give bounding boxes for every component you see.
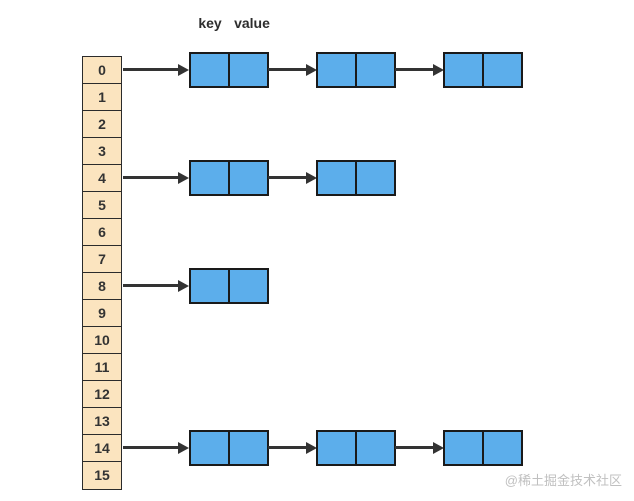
- bucket-index-label: 12: [94, 386, 110, 403]
- value-label: value: [234, 15, 270, 31]
- node-value-cell: [230, 54, 267, 86]
- column-headers: key value: [189, 15, 273, 31]
- entry-node-bucket8-0: [189, 267, 269, 304]
- bucket-index-label: 14: [94, 440, 110, 457]
- bucket-index-label: 4: [98, 170, 106, 187]
- node-value-cell: [230, 162, 267, 194]
- bucket-index-label: 2: [98, 116, 106, 133]
- arrow-line: [122, 284, 180, 287]
- bucket-cell-15: 15: [82, 461, 122, 490]
- arrow-line: [122, 176, 180, 179]
- arrow-head-icon: [306, 441, 317, 454]
- bucket-index-label: 0: [98, 62, 106, 79]
- entry-node-bucket14-0: [189, 429, 269, 466]
- node-value-cell: [357, 54, 394, 86]
- entry-node-bucket4-0: [189, 159, 269, 196]
- key-label: key: [198, 15, 222, 31]
- arrow-line: [268, 176, 308, 179]
- bucket-cell-9: 9: [82, 299, 122, 328]
- bucket-index-label: 7: [98, 251, 106, 268]
- node-key-cell: [318, 161, 357, 194]
- arrow-head-icon: [306, 63, 317, 76]
- arrow-line: [268, 446, 308, 449]
- node-value-cell: [230, 432, 267, 464]
- arrow-line: [395, 68, 435, 71]
- arrow-connector: [395, 63, 444, 76]
- entry-node-bucket4-1: [316, 159, 396, 196]
- node-key-cell: [318, 53, 357, 86]
- bucket-index-label: 15: [94, 467, 110, 484]
- bucket-index-label: 8: [98, 278, 106, 295]
- bucket-index-label: 6: [98, 224, 106, 241]
- bucket-cell-12: 12: [82, 380, 122, 409]
- arrow-connector: [268, 441, 317, 454]
- arrow-head-icon: [178, 441, 189, 454]
- arrow-head-icon: [178, 171, 189, 184]
- bucket-index-label: 9: [98, 305, 106, 322]
- bucket-cell-13: 13: [82, 407, 122, 436]
- node-key-cell: [191, 161, 230, 194]
- arrow-connector: [122, 63, 189, 76]
- bucket-cell-7: 7: [82, 245, 122, 274]
- node-value-cell: [357, 432, 394, 464]
- bucket-cell-6: 6: [82, 218, 122, 247]
- watermark: @稀土掘金技术社区: [504, 473, 622, 488]
- arrow-connector: [395, 441, 444, 454]
- bucket-index-label: 11: [94, 359, 110, 376]
- arrow-connector: [122, 279, 189, 292]
- bucket-index-label: 5: [98, 197, 106, 214]
- arrow-line: [122, 446, 180, 449]
- node-key-cell: [318, 431, 357, 464]
- arrow-head-icon: [178, 279, 189, 292]
- bucket-cell-4: 4: [82, 164, 122, 193]
- arrow-head-icon: [433, 63, 444, 76]
- node-value-cell: [230, 270, 267, 302]
- entry-node-bucket14-1: [316, 429, 396, 466]
- arrow-head-icon: [433, 441, 444, 454]
- arrow-line: [395, 446, 435, 449]
- arrow-line: [122, 68, 180, 71]
- bucket-index-label: 10: [94, 332, 110, 349]
- entry-node-bucket14-2: [443, 429, 523, 466]
- entry-node-bucket0-0: [189, 51, 269, 88]
- node-value-cell: [357, 162, 394, 194]
- entry-node-bucket0-1: [316, 51, 396, 88]
- node-key-cell: [191, 431, 230, 464]
- bucket-cell-1: 1: [82, 83, 122, 112]
- bucket-index-label: 3: [98, 143, 106, 160]
- bucket-cell-0: 0: [82, 56, 122, 85]
- node-value-cell: [484, 54, 521, 86]
- entry-node-bucket0-2: [443, 51, 523, 88]
- node-key-cell: [191, 269, 230, 302]
- arrow-head-icon: [306, 171, 317, 184]
- arrow-head-icon: [178, 63, 189, 76]
- arrow-connector: [268, 171, 317, 184]
- node-key-cell: [191, 53, 230, 86]
- bucket-index-label: 1: [98, 89, 106, 106]
- arrow-connector: [122, 171, 189, 184]
- node-key-cell: [445, 53, 484, 86]
- arrow-line: [268, 68, 308, 71]
- bucket-index-label: 13: [94, 413, 110, 430]
- arrow-connector: [268, 63, 317, 76]
- node-value-cell: [484, 432, 521, 464]
- node-key-cell: [445, 431, 484, 464]
- arrow-connector: [122, 441, 189, 454]
